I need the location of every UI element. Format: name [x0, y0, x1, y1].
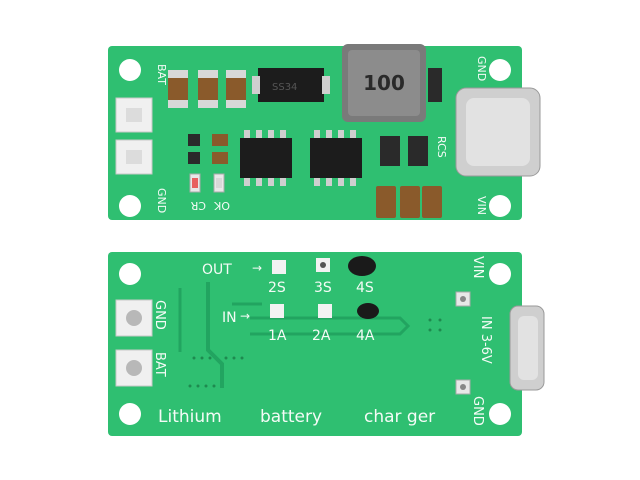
jumper-2s: [272, 260, 286, 274]
ic-chip: [240, 130, 292, 186]
bottom-pcb: [108, 252, 522, 436]
arrow-out: →: [252, 261, 262, 275]
title-word-charger: char ger: [364, 407, 435, 427]
diode: [258, 68, 324, 102]
top-label-bat: BAT: [155, 64, 168, 85]
capacitor: [422, 186, 442, 218]
title-word-lithium: Lithium: [158, 407, 222, 427]
bottom-label-input-range: IN 3-6V: [478, 316, 493, 364]
small-capacitor: [212, 152, 228, 164]
jumper-2a: [318, 304, 332, 318]
top-label-vin: VIN: [475, 196, 488, 215]
top-pad-gnd-inner: [126, 150, 142, 164]
trace: [206, 282, 224, 388]
top-label-gnd-right: GND: [475, 56, 488, 81]
bottom-label-vin: VIN: [470, 256, 485, 278]
small-capacitor: [212, 134, 228, 146]
top-pad-gnd: [115, 139, 153, 175]
top-hole-bl: [119, 195, 141, 217]
arrow-in: →: [240, 309, 250, 323]
title-word-battery: battery: [260, 407, 322, 427]
option-3s: 3S: [314, 280, 332, 296]
top-label-ok: OK: [213, 199, 230, 212]
top-label-rcs: RCS: [435, 136, 448, 158]
trace: [250, 316, 411, 336]
ic-chip: [310, 130, 362, 186]
jumper-4a-bridge: [357, 303, 379, 319]
bottom-hole-br: [489, 403, 511, 425]
inductor-marking: 100: [363, 71, 405, 95]
top-label-gnd-left: GND: [155, 188, 168, 213]
capacitor: [400, 186, 420, 218]
resistor: [380, 136, 400, 166]
option-1a: 1A: [268, 328, 287, 344]
capacitor: [226, 70, 246, 108]
option-2s: 2S: [268, 280, 286, 296]
bottom-label-out: OUT: [202, 262, 232, 278]
bottom-label-gnd-right: GND: [470, 396, 485, 426]
diode-marking: SS34: [272, 82, 297, 93]
top-board: BAT GND SS34 100: [108, 44, 541, 220]
resistor: [408, 136, 428, 166]
option-4s: 4S: [356, 280, 374, 296]
top-hole-tl: [119, 59, 141, 81]
option-2a: 2A: [312, 328, 331, 344]
bottom-board: GND BAT OUT → IN → 2S 3S 4S 1A 2A 4A: [108, 252, 545, 436]
small-resistor: [188, 134, 200, 146]
bottom-hole-tr: [489, 263, 511, 285]
top-label-cr: CR: [190, 199, 206, 212]
bottom-hole-tl: [119, 263, 141, 285]
top-pad-bat-inner: [126, 108, 142, 122]
capacitor: [376, 186, 396, 218]
bottom-label-bat: BAT: [152, 352, 167, 377]
bottom-hole-bl: [119, 403, 141, 425]
via-dots: [188, 318, 442, 388]
capacitor-row: [168, 70, 246, 108]
jumper-4s-bridge: [348, 256, 376, 276]
capacitor: [168, 70, 188, 108]
top-hole-tr: [489, 59, 511, 81]
jumper-1a: [270, 304, 284, 318]
top-hole-br: [489, 195, 511, 217]
option-4a: 4A: [356, 328, 375, 344]
small-resistor: [188, 152, 200, 164]
bottom-label-gnd-left: GND: [152, 300, 167, 330]
bottom-label-in: IN: [222, 310, 237, 326]
resistor: [428, 68, 442, 102]
capacitor: [198, 70, 218, 108]
